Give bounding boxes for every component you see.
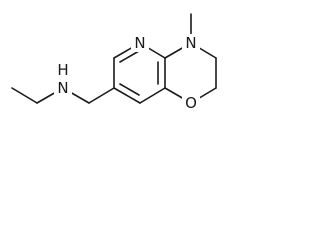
atom-amine-nitrogen: N H xyxy=(54,61,72,97)
bond-c7-ch2 xyxy=(88,87,115,104)
bond-ch3-end xyxy=(11,87,38,104)
bond-c4a-c8 xyxy=(139,87,166,104)
bond-c8-c7 xyxy=(113,87,141,104)
double-bond-c8-c7 xyxy=(119,83,140,96)
atom-ring-oxygen: O xyxy=(182,94,200,112)
amine-hydrogen-label: H xyxy=(57,61,68,79)
atom-ring-nitrogen-methylated: N xyxy=(182,34,200,52)
double-bond-c6-n xyxy=(119,50,140,63)
pyridine-nitrogen-label: N xyxy=(134,34,145,52)
chemical-structure-diagram: N N O N H xyxy=(11,13,217,112)
ring-nitrogen-label: N xyxy=(185,34,196,52)
atom-pyridine-nitrogen: N xyxy=(131,34,149,52)
amine-nitrogen-label: N xyxy=(57,79,68,97)
pyridine-ring xyxy=(113,42,166,104)
ring-oxygen-label: O xyxy=(185,94,197,112)
